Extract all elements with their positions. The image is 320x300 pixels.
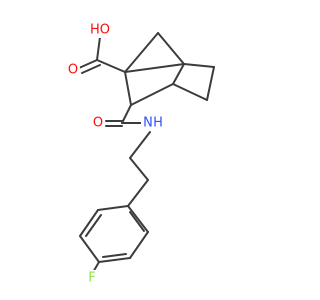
bond-c3-amide-c	[121, 104, 132, 124]
bond-ring-1	[127, 205, 149, 233]
bond-ch2-ch2	[129, 157, 149, 181]
bond-acid-c-oh	[96, 36, 101, 61]
bond-c2-acid-c	[96, 59, 126, 73]
acid-carbonyl-oxygen-label: O	[68, 63, 78, 78]
bond-ring-2	[129, 231, 149, 259]
bond-c2-c3	[124, 71, 132, 106]
label-bg-ho	[88, 22, 112, 38]
bond-bridgehead1-c6	[157, 32, 185, 65]
bond-ring-6	[97, 205, 129, 211]
label-bg-n	[141, 115, 165, 131]
label-bg-f	[85, 270, 99, 286]
bond-acid-c-o-double-2	[81, 64, 101, 74]
bond-c2-c1	[124, 63, 185, 73]
bond-ring-5	[79, 209, 99, 237]
molecule-structure: HO O O N H F	[66, 22, 215, 286]
bond-c5-c6	[206, 66, 215, 101]
fluorine-label: F	[88, 271, 95, 286]
amide-hydrogen-label: H	[153, 116, 163, 131]
bond-ring-3	[98, 257, 131, 263]
bond-ring-4	[79, 235, 100, 263]
bond-acid-c-o-double-1	[78, 59, 98, 69]
bond-c3-c4	[130, 83, 174, 106]
bond-ring-double-3	[85, 214, 102, 237]
bond-ring-double-1	[129, 211, 145, 232]
bond-bridge	[172, 63, 185, 85]
label-bg-amide-o	[91, 115, 105, 131]
bond-c6-c1	[183, 63, 215, 68]
bond-ring-double-2	[102, 253, 127, 258]
bond-c4-c5	[172, 83, 208, 101]
bond-bridgehead1-c2	[124, 32, 159, 73]
bond-ch2-aryl	[127, 179, 149, 207]
amide-nitrogen-label: N	[143, 116, 153, 131]
label-bg-acid-o	[66, 62, 80, 78]
bond-n-ch2	[129, 131, 151, 159]
amide-carbonyl-oxygen-label: O	[93, 116, 103, 131]
hydroxyl-label: HO	[90, 23, 110, 38]
